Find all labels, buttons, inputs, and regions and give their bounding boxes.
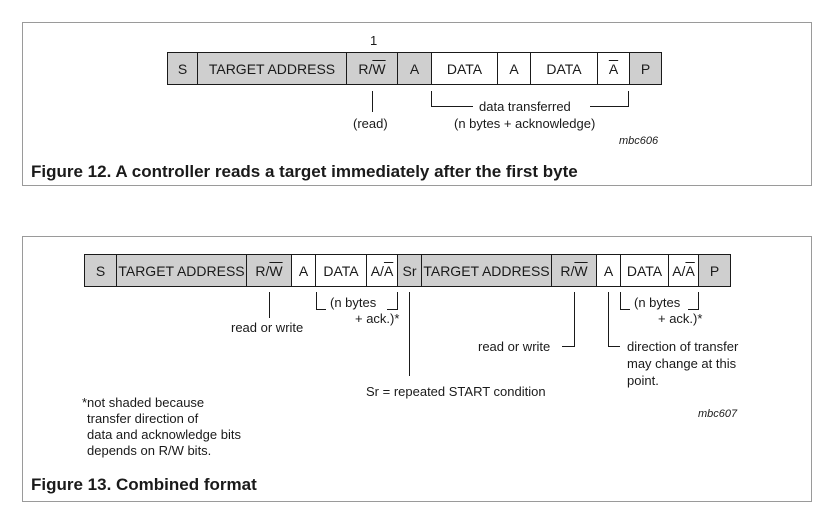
- read-label: (read): [353, 116, 388, 131]
- footnote-line-3: data and acknowledge bits: [87, 427, 241, 442]
- rw2-leader-line: [574, 292, 575, 346]
- target-address-cell-1: TARGET ADDRESS: [116, 254, 247, 287]
- read-or-write-label-1: read or write: [231, 320, 304, 335]
- direction-note-line-3: point.: [627, 373, 659, 388]
- data-cell-1: DATA: [431, 52, 498, 85]
- rw-cell-2: R/W: [551, 254, 597, 287]
- rw-cell-1: R/W: [246, 254, 292, 287]
- ack-cell-1: A: [291, 254, 316, 287]
- not-ack-text: A: [608, 60, 619, 77]
- footnote-line-1: *not shaded because: [82, 395, 205, 410]
- start-cell: S: [84, 254, 117, 287]
- not-ack-cell: A: [597, 52, 630, 85]
- stop-cell: P: [698, 254, 731, 287]
- rw-w-text: W: [372, 60, 386, 77]
- direction-note-line-1: direction of transfer: [627, 339, 739, 354]
- aa1-abar-text: A: [383, 262, 394, 279]
- start-cell: S: [167, 52, 198, 85]
- ack-cell-2: A: [497, 52, 531, 85]
- ack-label-1: + ack.)*: [355, 311, 400, 326]
- rw1-leader-line: [269, 292, 270, 318]
- stop-cell: P: [629, 52, 662, 85]
- aa1-a-text: A/: [370, 262, 384, 279]
- data-cell-1: DATA: [315, 254, 367, 287]
- nbytes2-right-tick: [698, 292, 699, 310]
- ack-nack-cell-1: A/A: [366, 254, 398, 287]
- rw1-r-text: R/: [255, 262, 270, 279]
- nbytes2-right-line: [688, 309, 698, 310]
- sr-leader-line: [409, 292, 410, 376]
- ack-label-2: + ack.)*: [658, 311, 703, 326]
- nbytes1-left-line: [316, 309, 326, 310]
- n-bytes-label-2: (n bytes: [634, 295, 681, 310]
- n-bytes-label-1: (n bytes: [330, 295, 377, 310]
- nbytes1-right-line: [387, 309, 397, 310]
- footnote-line-2: transfer direction of: [87, 411, 199, 426]
- direction-leader-foot: [608, 346, 620, 347]
- rw-cell: R/W: [346, 52, 398, 85]
- bracket-left-tick: [431, 91, 432, 107]
- figure-12-reference: mbc606: [619, 135, 659, 147]
- nbytes1-left-tick: [316, 292, 317, 310]
- bracket-right-tick: [628, 91, 629, 107]
- target-address-cell: TARGET ADDRESS: [197, 52, 347, 85]
- nbytes1-right-tick: [397, 292, 398, 310]
- figure-13-reference: mbc607: [698, 408, 738, 420]
- rw1-w-text: W: [269, 262, 283, 279]
- nbytes2-left-tick: [620, 292, 621, 310]
- rw2-w-text: W: [574, 262, 588, 279]
- rw-r-text: R/: [358, 60, 373, 77]
- figure-12-frame: [22, 22, 812, 186]
- data-transferred-label: data transferred: [479, 99, 571, 114]
- aa2-abar-text: A: [685, 262, 695, 279]
- n-bytes-ack-label: (n bytes + acknowledge): [454, 116, 596, 131]
- footnote-line-4: depends on R/W bits.: [87, 443, 212, 458]
- bracket-left-line: [431, 106, 473, 107]
- ack-cell-2: A: [596, 254, 621, 287]
- bit-position-marker: 1: [370, 33, 378, 48]
- read-leader-line: [372, 91, 373, 112]
- ack-cell-1: A: [397, 52, 432, 85]
- ack-nack-cell-2: A/A: [668, 254, 699, 287]
- nbytes2-left-line: [620, 309, 630, 310]
- direction-note-line-2: may change at this: [627, 356, 737, 371]
- aa2-a-text: A/: [672, 262, 686, 279]
- figure-13-caption: Figure 13. Combined format: [31, 475, 257, 494]
- read-or-write-label-2: read or write: [478, 339, 551, 354]
- direction-leader-line: [608, 292, 609, 346]
- repeated-start-cell: Sr: [397, 254, 422, 287]
- rw2-r-text: R/: [560, 262, 575, 279]
- sr-note-label: Sr = repeated START condition: [366, 384, 546, 399]
- target-address-cell-2: TARGET ADDRESS: [421, 254, 552, 287]
- data-cell-2: DATA: [620, 254, 669, 287]
- bracket-right-line: [590, 106, 628, 107]
- data-cell-2: DATA: [530, 52, 598, 85]
- rw2-leader-foot: [562, 346, 575, 347]
- figure-12-caption: Figure 12. A controller reads a target i…: [31, 162, 578, 181]
